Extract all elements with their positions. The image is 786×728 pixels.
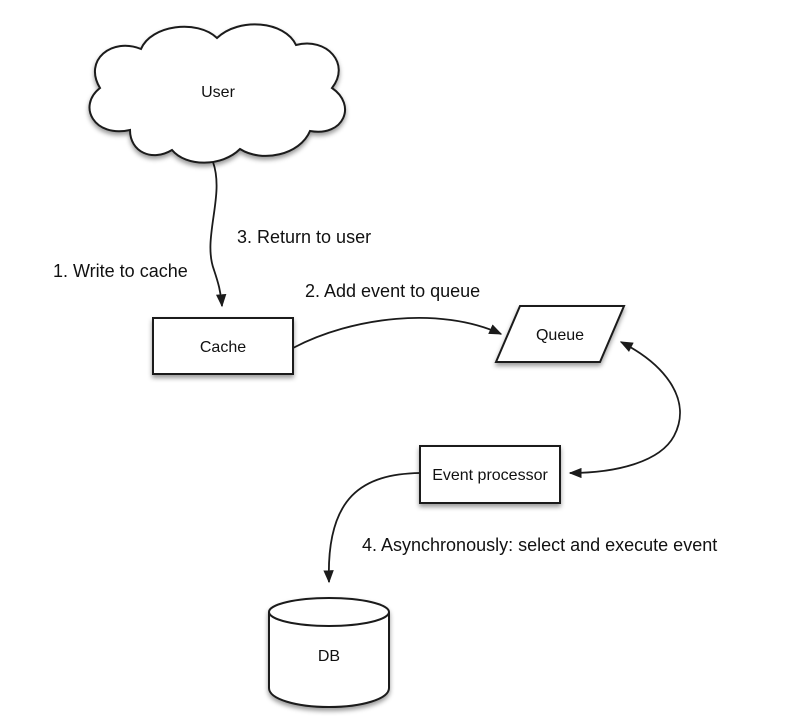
node-cache: Cache xyxy=(152,317,294,375)
cache-box xyxy=(152,317,294,375)
queue-parallelogram xyxy=(494,305,626,363)
user-label: User xyxy=(201,84,235,101)
node-event-processor: Event processor xyxy=(419,445,561,504)
step1-label: 1. Write to cache xyxy=(53,261,188,281)
node-queue: Queue xyxy=(494,305,626,363)
db-cylinder-top xyxy=(268,597,390,627)
db-label: DB xyxy=(318,648,340,665)
cloud-shape xyxy=(88,23,346,164)
node-user: User xyxy=(88,23,346,164)
cache-label: Cache xyxy=(200,339,246,356)
edge-cache-to-queue xyxy=(292,317,503,349)
step3-label: 3. Return to user xyxy=(237,227,371,247)
edge-user-to-cache xyxy=(209,161,227,308)
edge-event-processor-to-db xyxy=(323,472,421,584)
step4-label: 4. Asynchronously: select and execute ev… xyxy=(362,535,717,555)
edge-queue-event-processor xyxy=(568,341,681,479)
node-db: DB xyxy=(268,597,390,709)
step2-label: 2. Add event to queue xyxy=(305,281,480,301)
event-processor-box xyxy=(419,445,561,504)
queue-label: Queue xyxy=(536,327,584,344)
db-cylinder-body xyxy=(268,612,390,709)
event-processor-label: Event processor xyxy=(432,467,548,484)
